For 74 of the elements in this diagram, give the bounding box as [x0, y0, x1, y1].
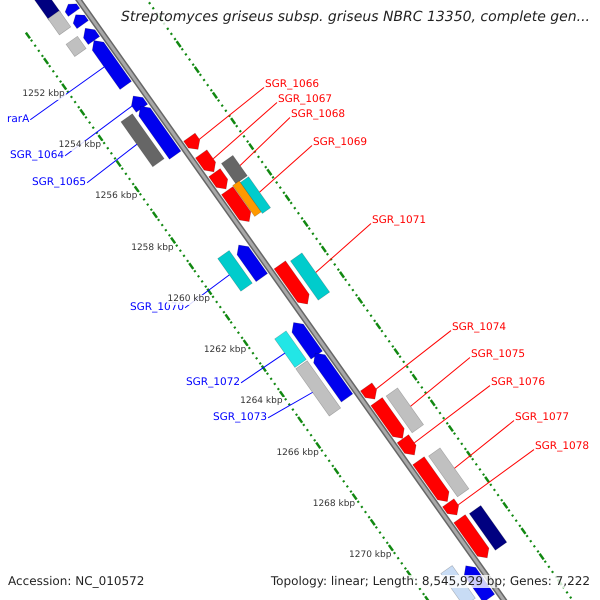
leader-line: [198, 87, 264, 140]
gene-label: SGR_1073: [213, 412, 268, 424]
gene-label: SGR_1068: [291, 109, 346, 121]
gene-label: SGR_1064: [10, 150, 64, 162]
scale-label: 1268 kbp: [312, 500, 356, 510]
gene-label: SGR_1076: [491, 377, 546, 389]
leader-line: [315, 223, 372, 273]
gene-feature: [72, 14, 89, 30]
gene-feature: [313, 352, 354, 402]
gene-feature: [232, 180, 262, 217]
gene-feature: [468, 505, 508, 551]
summary-text: Topology: linear; Length: 8,545,929 bp; Genes: 7,222: [270, 575, 590, 588]
gene-label: SGR_1072: [186, 377, 240, 389]
gene-feature: [221, 154, 248, 184]
scale-label: 1262 kbp: [202, 346, 248, 356]
gene-feature: [183, 132, 200, 150]
leader-line: [268, 392, 314, 418]
leader-line: [454, 420, 514, 469]
scale-label: 1264 kbp: [239, 397, 284, 408]
gene-feature: [295, 360, 342, 417]
gene-feature: [274, 330, 307, 368]
gene-feature: [386, 388, 424, 434]
scale-label: 1256 kbp: [94, 192, 138, 202]
title: Streptomyces griseus subsp. griseus NBRC 13350, complete gen...: [121, 10, 590, 26]
gene-feature: [453, 514, 490, 558]
gene-label: SGR_1065: [32, 177, 86, 189]
leader-line: [414, 385, 490, 444]
gene-feature: [195, 149, 216, 172]
gene-feature: [240, 176, 271, 214]
gene-feature: [370, 397, 405, 439]
scale-label: 1260 kbp: [166, 294, 211, 305]
gene-feature: [138, 106, 182, 160]
gene-feature: [396, 434, 416, 456]
gene-label: SGR_1070: [130, 302, 184, 314]
gene-feature: [292, 322, 323, 360]
gene-feature: [428, 448, 470, 498]
leader-line: [86, 144, 138, 184]
gene-feature: [360, 382, 377, 400]
gene-label: SGR_1067: [278, 94, 332, 106]
gene-feature: [47, 10, 72, 36]
leader-line: [240, 117, 290, 166]
gene-feature: [290, 252, 330, 301]
gene-label: rarA: [7, 114, 30, 126]
leader-line: [240, 352, 286, 384]
gene-feature: [92, 40, 132, 90]
scale-label: 1254 kbp: [58, 141, 102, 152]
scale-label: 1258 kbp: [130, 244, 175, 254]
gene-label: SGR_1066: [265, 79, 320, 91]
gene-label: SGR_1071: [372, 215, 426, 227]
accession-text: Accession: NC_010572: [8, 575, 144, 588]
gene-label: SGR_1078: [535, 441, 590, 453]
leader-line: [212, 102, 278, 160]
gene-feature: [120, 113, 165, 168]
gene-label: SGR_1074: [452, 322, 506, 334]
gene-label: SGR_1069: [313, 137, 368, 149]
gene-label: SGR_1077: [515, 412, 570, 424]
gene-feature: [221, 186, 252, 222]
gene-feature: [66, 36, 87, 57]
gene-feature: [412, 456, 450, 502]
leader-line: [376, 330, 452, 390]
gene-label: SGR_1075: [471, 349, 526, 361]
gene-feature: [217, 250, 253, 292]
leader-line: [458, 449, 534, 506]
leader-line: [410, 357, 470, 407]
scale-label: 1266 kbp: [275, 448, 320, 458]
gene-feature: [236, 244, 268, 282]
gene-feature: [83, 28, 100, 45]
leader-line: [259, 145, 312, 193]
leader-line: [30, 66, 105, 120]
gene-feature: [208, 168, 228, 190]
scale-label: 1252 kbp: [21, 90, 66, 100]
gene-feature: [274, 260, 310, 304]
scale-label: 1270 kbp: [348, 551, 392, 561]
gene-feature: [64, 4, 80, 17]
